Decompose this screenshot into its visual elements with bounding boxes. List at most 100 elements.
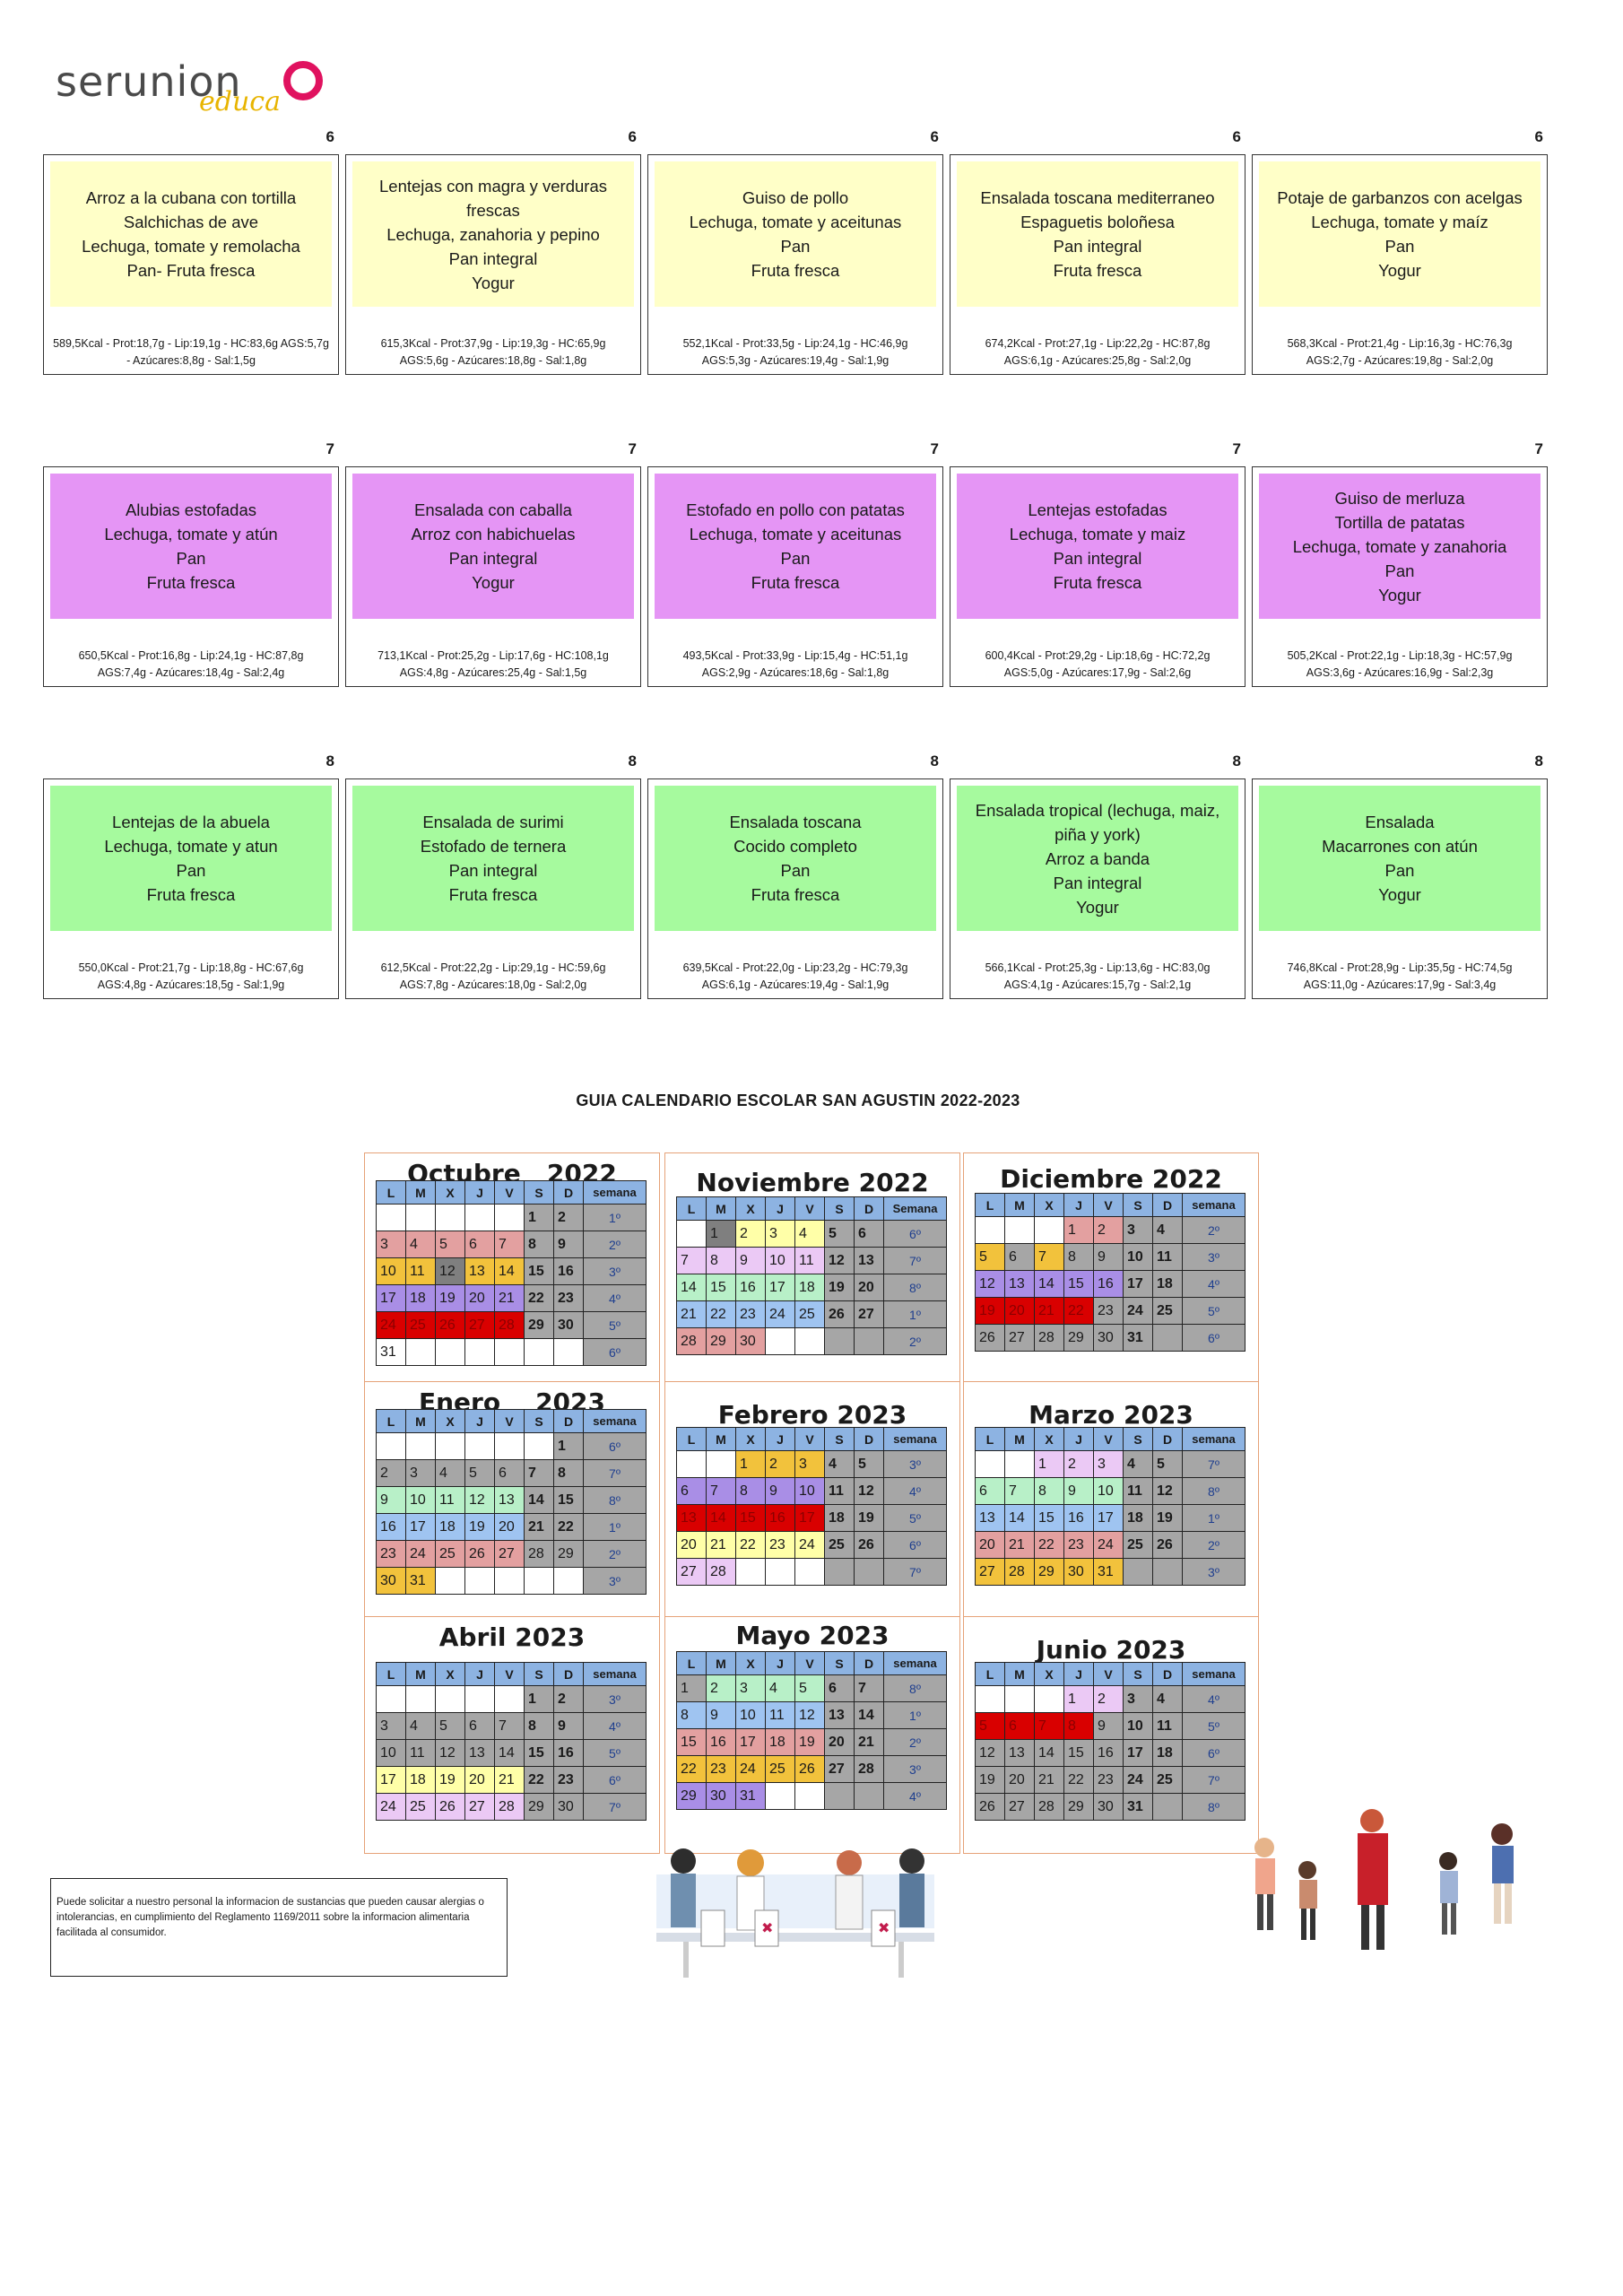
logo-mark-icon	[283, 61, 323, 100]
weekday-header: M	[706, 1651, 736, 1675]
calendar-day: 27	[854, 1300, 884, 1328]
week-column-header: semana	[883, 1427, 947, 1451]
weekday-header: L	[975, 1193, 1005, 1217]
calendar-day: 22	[676, 1755, 707, 1783]
weekday-header: X	[1034, 1427, 1064, 1451]
school-week-number: 1º	[883, 1300, 947, 1328]
menu-nutrition-info: 746,8Kcal - Prot:28,9g - Lip:35,5g - HC:…	[1287, 961, 1513, 991]
calendar-day: 3	[405, 1459, 436, 1487]
calendar-day: 4	[405, 1712, 436, 1740]
weekday-header: L	[676, 1427, 707, 1451]
calendar-day: 6	[975, 1477, 1005, 1505]
weekday-header: V	[794, 1427, 825, 1451]
school-week-number: 2º	[583, 1231, 647, 1258]
calendar-day: 28	[494, 1311, 525, 1339]
calendar-day: 5	[464, 1459, 495, 1487]
calendar-day: 18	[765, 1728, 795, 1756]
calendar-day: 13	[975, 1504, 1005, 1532]
menu-week-number: 8	[628, 752, 637, 770]
menu-dishes-text: Estofado en pollo con patatas Lechuga, t…	[686, 500, 905, 592]
weekday-header: D	[1152, 1193, 1183, 1217]
calendar-day: 30	[553, 1311, 584, 1339]
calendar-day: 24	[765, 1300, 795, 1328]
calendar-day	[464, 1567, 495, 1595]
calendar-day	[975, 1685, 1005, 1713]
calendar-day: 20	[676, 1531, 707, 1559]
weekday-header: V	[794, 1651, 825, 1675]
calendar-day: 23	[765, 1531, 795, 1559]
menu-week-number: 6	[1232, 128, 1241, 145]
calendar-day: 7	[1004, 1477, 1035, 1505]
school-week-number: 8º	[883, 1274, 947, 1301]
calendar-day	[794, 1782, 825, 1810]
logo-sub: educa	[199, 86, 281, 117]
calendar-day: 16	[1093, 1739, 1124, 1767]
weekday-header: X	[1034, 1662, 1064, 1686]
calendar-day: 2	[706, 1674, 736, 1702]
calendar-day: 24	[376, 1311, 406, 1339]
calendar-day: 7	[1034, 1243, 1064, 1271]
calendar-day	[464, 1685, 495, 1713]
calendar-day: 8	[1034, 1477, 1064, 1505]
calendar-day	[376, 1432, 406, 1460]
calendar-day: 14	[494, 1739, 525, 1767]
calendar-day: 20	[1004, 1766, 1035, 1794]
school-week-number: 2º	[1182, 1216, 1245, 1244]
menu-dishes-text: Ensalada de surimi Estofado de ternera P…	[420, 813, 567, 904]
calendar-day: 4	[435, 1459, 465, 1487]
calendar-day: 28	[524, 1540, 554, 1568]
calendar-day: 9	[553, 1231, 584, 1258]
calendar-day: 1	[524, 1685, 554, 1713]
calendar-day: 2	[1093, 1685, 1124, 1713]
weekday-header: J	[464, 1180, 495, 1205]
school-week-number: 5º	[583, 1739, 647, 1767]
calendar-day	[1004, 1685, 1035, 1713]
calendar-day: 11	[1152, 1243, 1183, 1271]
calendar-day: 17	[735, 1728, 766, 1756]
calendar-day: 5	[794, 1674, 825, 1702]
calendar-day: 27	[975, 1558, 1005, 1586]
calendar-day: 13	[1004, 1270, 1035, 1298]
menu-week-number: 6	[1534, 128, 1543, 145]
calendar-day: 18	[1123, 1504, 1153, 1532]
calendar-day: 29	[524, 1793, 554, 1821]
calendar-day: 12	[975, 1739, 1005, 1767]
calendar-day: 9	[735, 1247, 766, 1274]
serunion-logo: serunion educa	[56, 57, 325, 120]
calendar-day: 30	[1093, 1324, 1124, 1352]
school-week-number: 4º	[583, 1712, 647, 1740]
calendar-day: 23	[1063, 1531, 1094, 1559]
calendar-day: 12	[975, 1270, 1005, 1298]
menu-dishes-text: Lentejas de la abuela Lechuga, tomate y …	[104, 813, 278, 904]
calendar-day: 4	[405, 1231, 436, 1258]
calendar-day: 12	[854, 1477, 884, 1505]
weekday-header: S	[824, 1196, 855, 1221]
calendar-day: 8	[706, 1247, 736, 1274]
calendar-day: 6	[1004, 1712, 1035, 1740]
calendar-day: 3	[376, 1712, 406, 1740]
menu-week-number: 8	[325, 752, 334, 770]
calendar-day	[765, 1558, 795, 1586]
school-week-number: 2º	[583, 1540, 647, 1568]
calendar-day: 26	[435, 1793, 465, 1821]
